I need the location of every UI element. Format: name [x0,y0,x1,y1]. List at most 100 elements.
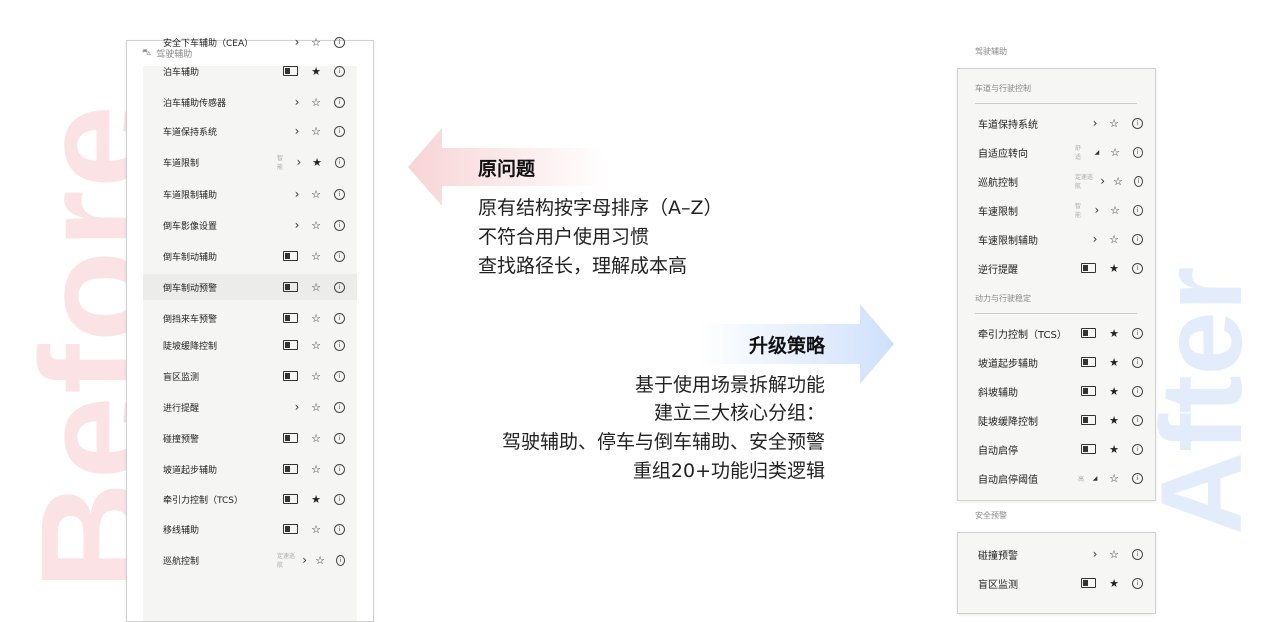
toggle-switch[interactable] [1081,328,1096,338]
star-outline-icon[interactable]: ☆ [311,338,321,352]
setting-row[interactable]: 巡航控制定速巡航›☆i [143,547,357,573]
star-outline-icon[interactable]: ☆ [311,369,321,383]
star-outline-icon[interactable]: ☆ [311,311,321,325]
star-filled-icon[interactable]: ★ [1109,413,1119,427]
dropdown-corner-icon[interactable]: ◢ [1094,148,1100,156]
info-icon[interactable]: i [1132,356,1143,368]
setting-row[interactable]: 斜坡辅助★i [958,378,1155,404]
setting-row[interactable]: 陡坡缓降控制☆i [143,332,357,358]
setting-row[interactable]: 车道限制辅助›☆i [143,181,357,207]
star-outline-icon[interactable]: ☆ [1110,145,1120,159]
chevron-right-icon[interactable]: › [294,400,300,414]
star-filled-icon[interactable]: ★ [312,155,322,169]
toggle-switch[interactable] [283,464,298,474]
info-icon[interactable]: i [334,250,345,262]
setting-row[interactable]: 车道保持系统›☆i [958,110,1155,136]
chevron-right-icon[interactable]: › [294,218,300,232]
info-icon[interactable]: i [1132,204,1143,216]
setting-row[interactable]: 自动启停阈值高◢☆i [958,465,1155,491]
star-outline-icon[interactable]: ☆ [311,462,321,476]
info-icon[interactable]: i [1132,443,1143,455]
setting-row[interactable]: 坡道起步辅助★i [958,349,1155,375]
setting-row[interactable]: 自动启停★i [958,436,1155,462]
info-icon[interactable]: i [1132,548,1143,560]
dropdown-corner-icon[interactable]: ◢ [1092,474,1098,482]
info-icon[interactable]: i [334,493,345,505]
star-outline-icon[interactable]: ☆ [315,553,325,567]
info-icon[interactable]: i [334,523,345,535]
star-outline-icon[interactable]: ☆ [311,124,321,138]
chevron-right-icon[interactable]: › [294,124,300,138]
star-outline-icon[interactable]: ☆ [1113,174,1123,188]
info-icon[interactable]: i [1132,414,1143,426]
info-icon[interactable]: i [336,554,345,566]
toggle-switch[interactable] [283,313,298,323]
info-icon[interactable]: i [334,312,345,324]
star-outline-icon[interactable]: ☆ [1109,116,1119,130]
star-outline-icon[interactable]: ☆ [311,522,321,536]
star-filled-icon[interactable]: ★ [311,492,321,506]
setting-row[interactable]: 车速限制辅助›☆i [958,226,1155,252]
setting-row[interactable]: 倒车制动辅助☆i [143,243,357,269]
star-outline-icon[interactable]: ☆ [311,35,321,49]
star-filled-icon[interactable]: ★ [1109,576,1119,590]
star-outline-icon[interactable]: ☆ [1109,547,1119,561]
info-icon[interactable]: i [334,281,345,293]
setting-row[interactable]: 泊车辅助★i [143,58,357,84]
chevron-right-icon[interactable]: › [1092,547,1098,561]
setting-row[interactable]: 泊车辅助传感器›☆i [143,89,357,115]
star-outline-icon[interactable]: ☆ [1109,471,1119,485]
star-filled-icon[interactable]: ★ [1109,261,1119,275]
star-filled-icon[interactable]: ★ [1109,384,1119,398]
info-icon[interactable]: i [1132,472,1143,484]
chevron-right-icon[interactable]: › [1092,232,1098,246]
setting-row[interactable]: 倒挡来车预警☆i [143,305,357,331]
setting-row[interactable]: 倒车影像设置›☆i [143,212,357,238]
star-outline-icon[interactable]: ☆ [311,431,321,445]
setting-row[interactable]: 牵引力控制（TCS）★i [143,486,357,512]
setting-row[interactable]: 盲区监测☆i [143,363,357,389]
toggle-switch[interactable] [1081,357,1096,367]
setting-row[interactable]: 陡坡缓降控制★i [958,407,1155,433]
star-outline-icon[interactable]: ☆ [311,280,321,294]
setting-row[interactable]: 车道限制智能›★i [143,149,357,175]
setting-row[interactable]: 安全下车辅助（CEA）›☆i [143,29,357,55]
info-icon[interactable]: i [1132,577,1143,589]
info-icon[interactable]: i [1132,233,1143,245]
toggle-switch[interactable] [1081,578,1096,588]
setting-row[interactable]: 巡航控制定速巡航›☆i [958,168,1155,194]
chevron-right-icon[interactable]: › [294,95,300,109]
info-icon[interactable]: i [334,125,345,137]
setting-row[interactable]: 进行提醒›☆i [143,394,357,420]
toggle-switch[interactable] [1081,263,1096,273]
star-filled-icon[interactable]: ★ [1109,355,1119,369]
setting-row[interactable]: 移线辅助☆i [143,516,357,542]
setting-row[interactable]: 盲区监测★i [958,570,1155,596]
chevron-right-icon[interactable]: › [1092,116,1098,130]
toggle-switch[interactable] [1081,444,1096,454]
info-icon[interactable]: i [334,339,345,351]
star-outline-icon[interactable]: ☆ [311,249,321,263]
info-icon[interactable]: i [1134,175,1143,187]
info-icon[interactable]: i [334,401,345,413]
toggle-switch[interactable] [283,494,298,504]
star-outline-icon[interactable]: ☆ [311,187,321,201]
toggle-switch[interactable] [283,524,298,534]
setting-row[interactable]: 车道保持系统›☆i [143,118,357,144]
star-outline-icon[interactable]: ☆ [1110,203,1120,217]
info-icon[interactable]: i [334,156,345,168]
setting-row[interactable]: 倒车制动预警☆i [143,274,357,300]
star-outline-icon[interactable]: ☆ [311,95,321,109]
toggle-switch[interactable] [283,251,298,261]
setting-row[interactable]: 牵引力控制（TCS）★i [958,320,1155,346]
star-filled-icon[interactable]: ★ [1109,442,1119,456]
star-outline-icon[interactable]: ☆ [311,400,321,414]
setting-row[interactable]: 坡道起步辅助☆i [143,456,357,482]
info-icon[interactable]: i [1132,327,1143,339]
toggle-switch[interactable] [283,433,298,443]
toggle-switch[interactable] [1081,386,1096,396]
info-icon[interactable]: i [1132,117,1143,129]
info-icon[interactable]: i [1132,385,1143,397]
info-icon[interactable]: i [1132,146,1143,158]
toggle-switch[interactable] [283,371,298,381]
